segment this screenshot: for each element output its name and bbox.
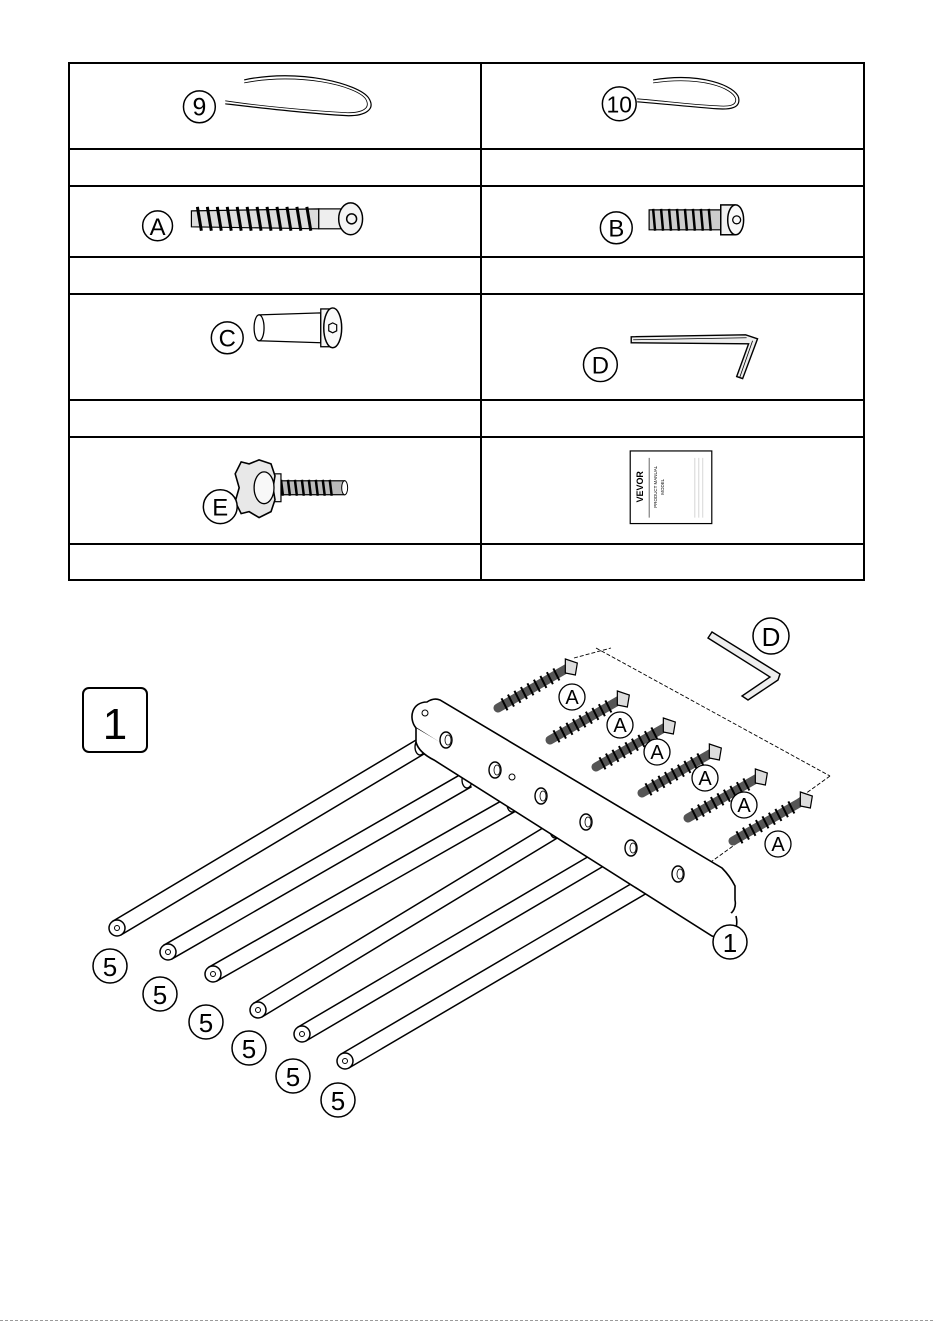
part-name-e (69, 544, 481, 580)
part-cell-10: 10 (481, 63, 864, 149)
part-label-d: D (592, 353, 609, 380)
part-name-c (69, 400, 481, 437)
knob-screw-e-drawing: E (70, 438, 480, 543)
rod-label: 5 (286, 1062, 300, 1092)
step-number: 1 (103, 700, 127, 749)
towel-rod (294, 848, 610, 1042)
parts-table: 9 10 (68, 62, 865, 581)
board-hole (625, 840, 637, 856)
part-label-9: 9 (192, 94, 206, 122)
anchor-label: A (771, 834, 785, 856)
barrel-nut-c-drawing: C (70, 295, 480, 398)
part-cell-b: B (481, 186, 864, 258)
part-cell-c: C (69, 294, 481, 399)
wrench-label: D (762, 622, 781, 652)
part-name-10 (481, 149, 864, 186)
part-cell-a: A (69, 186, 481, 258)
part-name-d (481, 400, 864, 437)
part-name-manual (481, 544, 864, 580)
board-hole (489, 762, 501, 778)
anchor-label: A (698, 768, 712, 790)
cable-tie-9-drawing: 9 (70, 64, 480, 148)
manual-brand: VEVOR (635, 470, 645, 502)
part-name-a (69, 257, 481, 294)
part-cell-9: 9 (69, 63, 481, 149)
rod-label: 5 (199, 1008, 213, 1038)
manual-line-1: PRODUCT MANUAL (653, 465, 658, 507)
part-label-b: B (608, 215, 624, 242)
board-label: 1 (723, 928, 737, 958)
part-name-9 (69, 149, 481, 186)
anchor-label: A (565, 687, 579, 709)
part-label-a: A (150, 213, 166, 240)
screw-a-drawing: A (70, 187, 480, 257)
part-label-10: 10 (607, 92, 632, 118)
part-label-c: C (219, 326, 236, 353)
anchor-label: A (737, 795, 751, 817)
page-edge-dashes (0, 1320, 933, 1321)
board-hole (672, 866, 684, 882)
part-label-e: E (212, 494, 228, 521)
board-hole (440, 732, 452, 748)
cable-tie-10-drawing: 10 (482, 64, 863, 148)
rod-label: 5 (331, 1086, 345, 1116)
part-cell-e: E (69, 437, 481, 544)
board-hole (580, 814, 592, 830)
board-hole (535, 788, 547, 804)
anchor-label: A (650, 742, 664, 764)
rod-label: 5 (153, 980, 167, 1010)
hex-key-d-drawing: D (482, 295, 863, 398)
rod-label: 5 (242, 1034, 256, 1064)
anchor-label: A (613, 715, 627, 737)
bolt-b-drawing: B (482, 187, 863, 257)
manual-line-2: MODEL (660, 478, 665, 494)
rod-label: 5 (103, 952, 117, 982)
instruction-manual-drawing: VEVOR PRODUCT MANUAL MODEL (482, 438, 863, 543)
towel-rod (337, 874, 655, 1069)
part-cell-manual: VEVOR PRODUCT MANUAL MODEL (481, 437, 864, 544)
part-cell-d: D (481, 294, 864, 399)
part-name-b (481, 257, 864, 294)
